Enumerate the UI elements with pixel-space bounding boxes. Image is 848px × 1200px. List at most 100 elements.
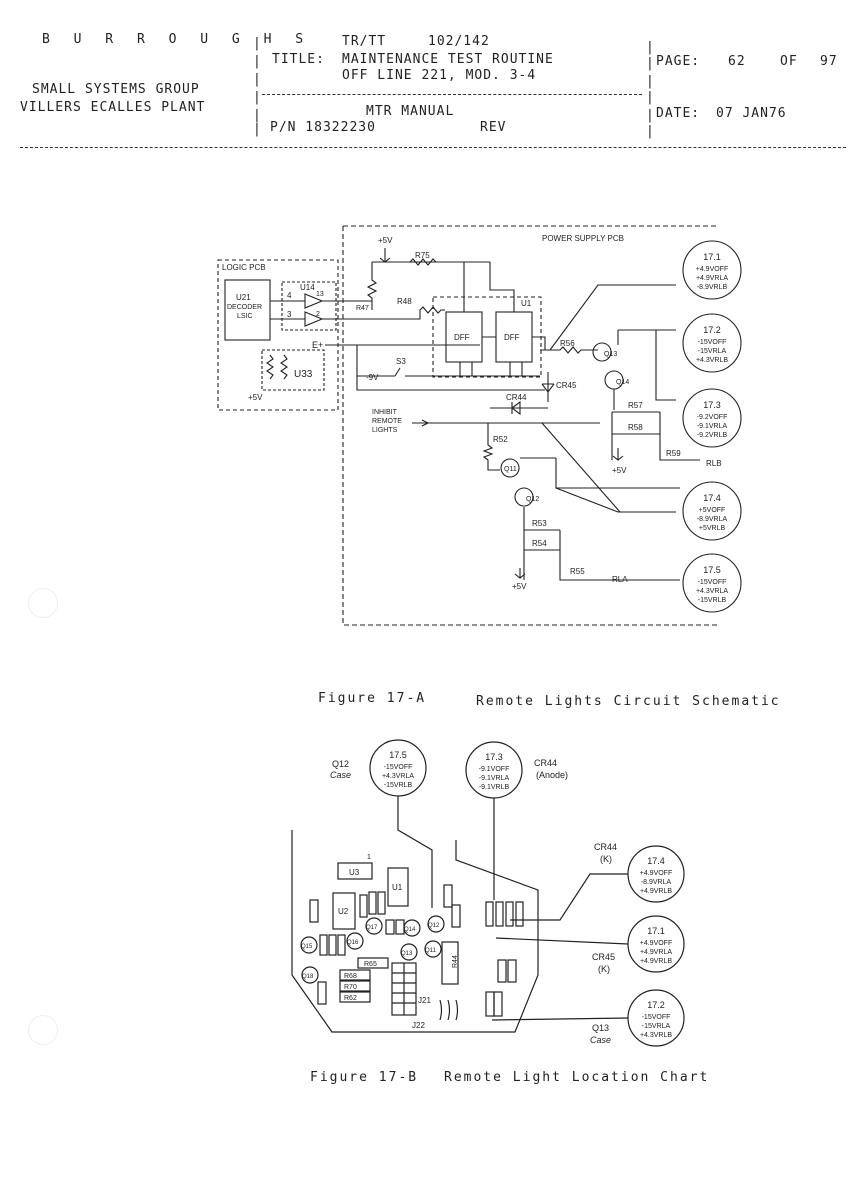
svg-text:17.1: 17.1 — [703, 252, 721, 262]
svg-text:Q17: Q17 — [366, 925, 378, 931]
svg-text:+5VOFF: +5VOFF — [699, 507, 726, 514]
u14-boundary — [281, 281, 337, 331]
rev-label: REV — [480, 120, 507, 135]
svg-text:+5V: +5V — [378, 236, 393, 245]
u21-label: U21 — [236, 293, 251, 302]
svg-text:Q16: Q16 — [347, 940, 359, 946]
svg-text:Q13: Q13 — [592, 1023, 609, 1033]
svg-text:+5V: +5V — [248, 393, 263, 402]
svg-text:-15VRLA: -15VRLA — [698, 348, 727, 355]
svg-text:+5V: +5V — [612, 466, 627, 475]
u3-chip — [337, 862, 373, 880]
svg-text:17.3: 17.3 — [703, 400, 721, 410]
svg-text:+5V: +5V — [512, 582, 527, 591]
svg-text:-9.2VRLB: -9.2VRLB — [697, 432, 728, 439]
svg-text:R65: R65 — [364, 961, 377, 968]
date-value: 07 JAN76 — [716, 106, 787, 121]
company-name: B U R R O U G H S — [42, 32, 312, 47]
division-name: SMALL SYSTEMS GROUP — [32, 82, 200, 97]
svg-text:17.4: 17.4 — [647, 856, 665, 866]
svg-text:R75: R75 — [415, 251, 430, 260]
u33-resistors — [266, 354, 288, 380]
svg-text:R47: R47 — [356, 305, 369, 312]
q13-transistor — [592, 342, 612, 362]
power-supply-boundary — [342, 225, 718, 626]
u14-label: U14 — [300, 283, 315, 292]
svg-text:Q12: Q12 — [526, 496, 539, 503]
svg-text:+4.9VRLB: +4.9VRLB — [640, 888, 672, 895]
svg-text:Q14: Q14 — [616, 379, 629, 386]
column-divider: | — [253, 72, 262, 87]
svg-text:3: 3 — [287, 310, 292, 319]
svg-text:R52: R52 — [493, 435, 508, 444]
svg-text:+4.9VOFF: +4.9VOFF — [640, 940, 672, 947]
manual-name: MTR MANUAL — [366, 104, 455, 119]
svg-text:4: 4 — [287, 291, 292, 300]
svg-text:-15VRLB: -15VRLB — [698, 597, 727, 604]
power-supply-label: POWER SUPPLY PCB — [542, 234, 624, 243]
svg-text:17.2: 17.2 — [647, 1000, 665, 1010]
doc-number: 102/142 — [428, 34, 490, 49]
u33-label: U33 — [294, 369, 313, 380]
svg-text:+5VRLB: +5VRLB — [699, 525, 726, 532]
figure-17b-caption-text: Remote Light Location Chart — [444, 1070, 710, 1085]
svg-text:CR45: CR45 — [592, 952, 615, 962]
column-divider: | — [646, 56, 655, 71]
svg-text:17.4: 17.4 — [703, 493, 721, 503]
svg-text:-9.1VRLA: -9.1VRLA — [479, 775, 510, 782]
svg-text:-15VOFF: -15VOFF — [384, 764, 413, 771]
svg-text:S3: S3 — [396, 357, 406, 366]
tp-17-4: 17.4 +5VOFF -8.9VRLA +5VRLB — [682, 481, 742, 541]
logic-pcb-label: LOGIC PCB — [222, 263, 266, 272]
svg-text:U3: U3 — [349, 868, 360, 877]
u2-chip — [332, 892, 356, 930]
fb-tp-17-2: 17.2 -15VOFF -15VRLA +4.3VRLB — [627, 989, 685, 1047]
svg-text:-8.9VRLA: -8.9VRLA — [641, 879, 672, 886]
svg-text:-9V: -9V — [366, 373, 379, 382]
q12-transistor — [514, 487, 534, 507]
column-divider: | — [253, 54, 262, 69]
figure-17b-location-chart: 17.5 -15VOFF +4.3VRLA -15VRLB 17.3 -9.1V… — [291, 739, 685, 1047]
svg-text:(K): (K) — [598, 964, 610, 974]
r44-resistor — [441, 941, 459, 985]
svg-text:E+: E+ — [312, 340, 323, 350]
figure-17a-schematic: POWER SUPPLY PCB LOGIC PCB U21 DECODER L… — [217, 225, 742, 626]
svg-text:R44: R44 — [452, 955, 459, 968]
figure-17b-caption-id: Figure 17-B — [310, 1070, 419, 1085]
column-divider: | — [646, 90, 655, 105]
svg-text:J22: J22 — [412, 1021, 425, 1030]
svg-text:R59: R59 — [666, 449, 681, 458]
column-divider: | — [646, 108, 655, 123]
decoder-label: DECODER — [227, 304, 262, 311]
svg-text:CR44: CR44 — [594, 842, 617, 852]
svg-text:Q12: Q12 — [332, 759, 349, 769]
svg-text:-8.9VRLB: -8.9VRLB — [697, 284, 728, 291]
svg-text:+4.9VOFF: +4.9VOFF — [640, 870, 672, 877]
svg-text:Q15: Q15 — [301, 944, 313, 950]
page-current: 62 — [728, 54, 746, 69]
tp-17-1: 17.1 +4.9VOFF +4.9VRLA -8.9VRLB — [682, 240, 742, 300]
tp-17-2: 17.2 -15VOFF -15VRLA +4.3VRLB — [682, 313, 742, 373]
svg-text:17.5: 17.5 — [389, 750, 407, 760]
svg-text:17.1: 17.1 — [647, 926, 665, 936]
svg-text:2: 2 — [316, 311, 320, 318]
svg-text:13: 13 — [316, 291, 324, 298]
svg-text:17.3: 17.3 — [485, 752, 503, 762]
column-divider: | — [253, 122, 262, 137]
column-divider: | — [253, 108, 262, 123]
svg-text:R70: R70 — [344, 984, 357, 991]
svg-text:17.2: 17.2 — [703, 325, 721, 335]
fb-tp-17-3: 17.3 -9.1VOFF -9.1VRLA -9.1VRLB — [465, 741, 523, 799]
u21-decoder-chip — [224, 279, 271, 341]
punch-hole — [28, 1015, 58, 1045]
svg-text:(K): (K) — [600, 854, 612, 864]
svg-text:Q13: Q13 — [401, 951, 413, 957]
fb-tp-17-4: 17.4 +4.9VOFF -8.9VRLA +4.9VRLB — [627, 845, 685, 903]
lsic-label: LSIC — [237, 313, 253, 320]
svg-text:-9.1VRLB: -9.1VRLB — [479, 784, 510, 791]
svg-text:+4.9VRLB: +4.9VRLB — [640, 958, 672, 965]
logic-pcb-boundary — [217, 259, 339, 411]
svg-text:U1: U1 — [392, 883, 403, 892]
svg-text:+4.3VRLA: +4.3VRLA — [382, 773, 414, 780]
svg-text:J21: J21 — [418, 996, 431, 1005]
